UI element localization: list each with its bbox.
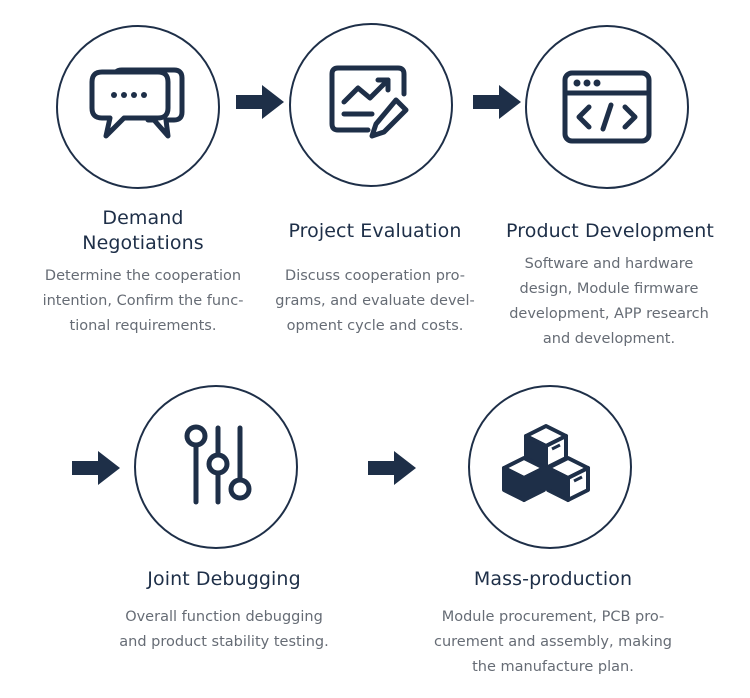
arrow-right-icon (72, 451, 120, 485)
step-1-title-line-2: Negotiations (82, 232, 204, 254)
arrow-right-icon (473, 85, 521, 119)
step-4-icon-circle (134, 385, 298, 549)
step-4-description: Overall function debugging and product s… (104, 605, 344, 655)
step-1-desc-line: Determine the cooperation (44, 268, 242, 284)
step-1-title: Demand Negotiations (56, 206, 230, 256)
step-4-desc-line: Overall function debugging (125, 609, 323, 625)
step-3-desc-line: design, Module firmware (519, 281, 699, 297)
step-4-desc-line: and product stability testing. (119, 634, 329, 650)
step-5-desc-line: the manufacture plan. (472, 659, 634, 675)
step-2-desc-line: opment cycle and costs. (286, 318, 464, 334)
step-5-description: Module procurement, PCB pro- curement an… (423, 605, 683, 680)
code-window-icon (562, 70, 652, 144)
step-1-desc-line: intention, Confirm the func- (42, 293, 244, 309)
step-4-title: Joint Debugging (147, 568, 301, 590)
step-2-desc-line: grams, and evaluate devel- (275, 293, 475, 309)
step-1-title-line-1: Demand (102, 207, 184, 229)
step-2-desc-line: Discuss cooperation pro- (285, 268, 465, 284)
step-3-desc-line: Software and hardware (524, 256, 694, 272)
chart-edit-icon (329, 65, 409, 139)
arrow-right-icon (236, 85, 284, 119)
sliders-icon (184, 424, 252, 505)
step-2-icon-circle (289, 23, 453, 187)
arrow-right-icon (368, 451, 416, 485)
step-2-title: Project Evaluation (288, 220, 462, 242)
step-3-description: Software and hardware design, Module fir… (496, 252, 722, 352)
step-5-icon-circle (468, 385, 632, 549)
step-5-title: Mass-production (473, 568, 633, 590)
step-3-desc-line: and development. (542, 331, 676, 347)
chat-bubbles-icon (89, 67, 185, 139)
step-1-description: Determine the cooperation intention, Con… (30, 264, 256, 339)
step-3-title: Product Development (506, 220, 714, 242)
step-2-description: Discuss cooperation pro- grams, and eval… (262, 264, 488, 339)
step-5-desc-line: Module procurement, PCB pro- (441, 609, 665, 625)
step-3-icon-circle (525, 25, 689, 189)
step-1-desc-line: tional requirements. (69, 318, 217, 334)
step-5-desc-line: curement and assembly, making (433, 634, 673, 650)
cubes-icon (502, 424, 590, 502)
step-1-icon-circle (56, 25, 220, 189)
step-3-desc-line: development, APP research (509, 306, 709, 322)
